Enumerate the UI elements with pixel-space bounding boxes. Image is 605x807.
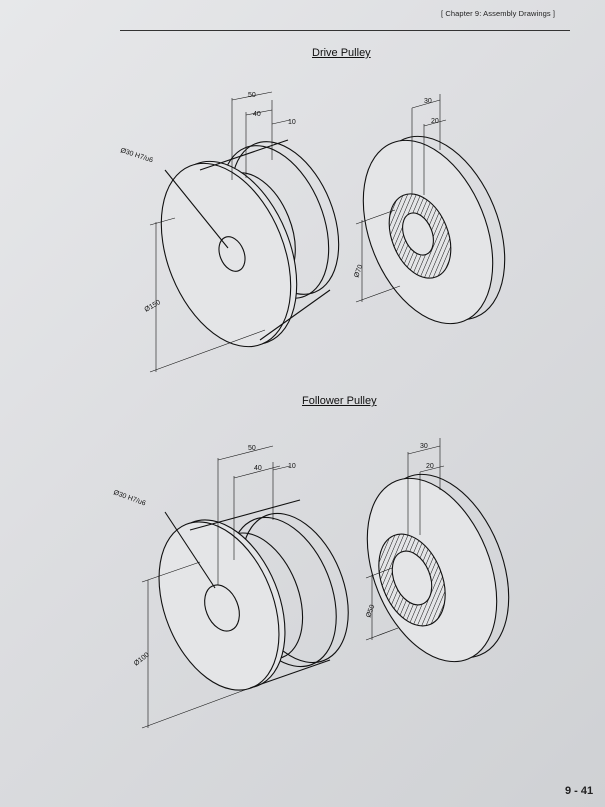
drive-section-bore [402,212,434,256]
drive-pulley-title: Drive Pulley [312,47,371,59]
drive-bore [218,236,246,272]
follower-dim-20: 20 [426,463,434,470]
follower-pulley-view [141,445,349,729]
header-rule [120,30,570,31]
drive-dim-50: 50 [248,92,256,99]
drive-dim-bore: Ø30 H7/u6 [119,147,153,164]
drive-pulley-section [355,94,506,325]
follower-pulley-section [365,438,510,663]
follower-dim-hub: Ø50 [365,604,376,619]
follower-dim-30: 30 [420,443,428,450]
follower-dim-50: 50 [248,445,256,452]
follower-dim-10: 10 [288,463,296,470]
drive-dim-outer: Ø150 [144,299,162,314]
page-number: 9 - 41 [565,785,594,797]
drive-dim-20: 20 [431,118,439,125]
chapter-header: [ Chapter 9: Assembly Drawings ] [441,9,556,18]
drive-dim-30: 30 [424,98,432,105]
follower-dim-bore: Ø30 H7/u6 [112,489,146,507]
drive-dim-hub: Ø70 [353,264,364,279]
follower-section-bore [391,550,433,606]
drive-dim-10: 10 [288,119,296,126]
follower-pulley-title: Follower Pulley [302,395,377,407]
drive-pulley-view [149,91,340,373]
follower-dim-40: 40 [254,465,262,472]
drive-dim-40: 40 [253,111,261,118]
